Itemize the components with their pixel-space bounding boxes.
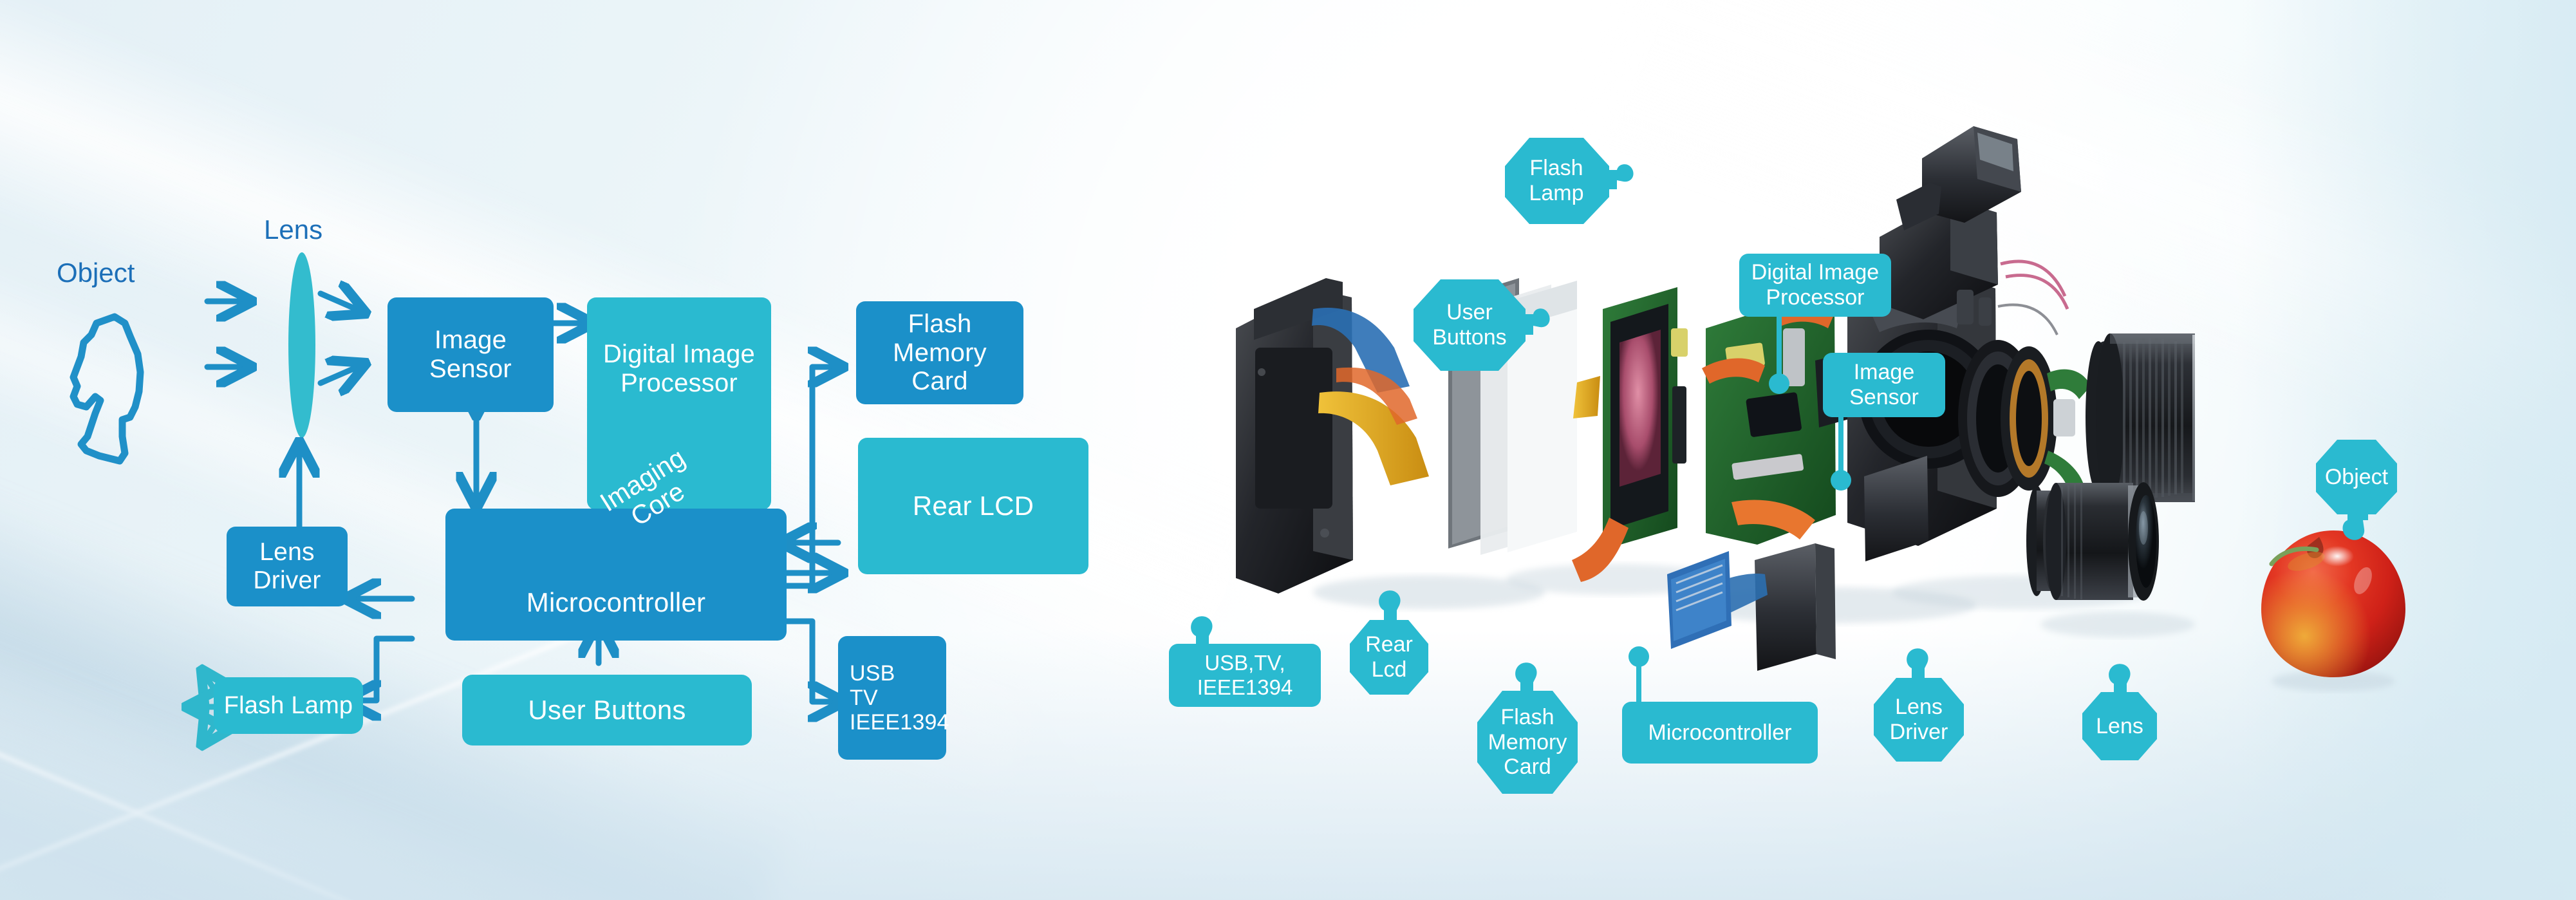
callout-shape-octagon [1874,678,1964,762]
callout-microcontroller[interactable]: Microcontroller [1622,702,1818,764]
box-user-buttons[interactable]: User Buttons [462,675,752,745]
box-label: Flash Lamp [223,691,353,719]
leader-line-image-sensor [1838,417,1843,476]
leader-dot-microcontroller [1629,646,1649,667]
box-label: Microcontroller [526,586,706,617]
callout-label: Rear Lcd [1365,632,1413,682]
box-lens-driver[interactable]: Lens Driver [227,527,348,606]
object-label: Object [57,258,135,288]
callout-label: Object [2324,464,2389,489]
callout-tab-top [1515,662,1537,697]
callout-label: Lens Driver [1889,695,1948,744]
object-silhouette-icon [70,313,144,465]
callout-shape-octagon [2316,440,2397,514]
callout-tab-right [1520,308,1550,335]
callout-label: Digital Image Processor [1751,260,1880,310]
callout-label: Image Sensor [1849,360,1919,409]
callout-tab-top [1379,590,1401,626]
callout-flash-memory-card[interactable]: Flash Memory Card [1475,662,1580,796]
callout-image-sensor[interactable]: Image Sensor [1823,353,1945,417]
callout-tab-bottom [2342,509,2368,540]
callout-lens-driver[interactable]: Lens Driver [1872,648,1966,764]
callout-label: Flash Lamp [1529,156,1584,205]
box-microcontroller[interactable]: Microcontroller [445,509,787,641]
box-label: Rear LCD [912,491,1034,521]
box-flash-memory-card[interactable]: Flash Memory Card [856,301,1023,404]
leader-dot-digital-image-processor [1769,373,1789,394]
callout-tab-usb-tv-ieee1394 [1191,616,1213,650]
leader-line-microcontroller [1636,657,1641,706]
callout-label: Microcontroller [1648,720,1792,745]
callout-shape-octagon [1477,691,1578,794]
box-label: Flash Memory Card [893,309,987,396]
rear-lens-elements-photo [2026,482,2195,637]
box-usb-tv-ieee1394[interactable]: USB TV IEEE1394 [838,636,949,760]
callout-tab-top [2109,664,2131,698]
callout-user-buttons[interactable]: User Buttons [1411,277,1550,373]
callout-tab-right [1604,164,1634,189]
box-image-sensor[interactable]: Image Sensor [387,297,554,412]
box-label: USB TV IEEE1394 [850,661,949,735]
callout-tab-top [1907,648,1928,684]
box-flash-lamp[interactable]: Flash Lamp [214,677,363,734]
callout-label: User Buttons [1432,300,1507,350]
callout-digital-image-processor[interactable]: Digital Image Processor [1739,254,1891,317]
callout-label: Flash Memory Card [1488,704,1567,780]
box-label: Digital Image Processor [602,340,756,397]
callout-object[interactable]: Object [2314,438,2399,540]
callout-flash-lamp[interactable]: Flash Lamp [1501,135,1634,227]
callout-label: Lens [2096,713,2143,738]
apple-object-photo [2261,530,2405,691]
callout-usb-tv-ieee1394[interactable]: USB,TV, IEEE1394 [1169,644,1321,707]
callout-label: USB,TV, IEEE1394 [1197,651,1293,699]
lens-ellipse-icon [288,252,315,438]
box-digital-image-processor[interactable]: Digital Image Processor [587,297,771,510]
background-right-haze [2241,0,2576,900]
callout-lens[interactable]: Lens [2080,664,2159,762]
leader-line-digital-image-processor [1777,317,1782,380]
box-label: Image Sensor [429,326,512,383]
leader-dot-image-sensor [1831,470,1851,491]
box-label: User Buttons [528,695,686,726]
callout-shape-octagon [2082,692,2157,760]
callout-shape-octagon [1414,279,1526,371]
box-label: Lens Driver [253,538,321,594]
lens-label: Lens [264,214,323,245]
box-rear-lcd[interactable]: Rear LCD [858,438,1088,574]
callout-shape-octagon [1505,138,1609,224]
callout-rear-lcd[interactable]: Rear Lcd [1348,590,1430,697]
callout-shape-octagon [1350,620,1428,695]
